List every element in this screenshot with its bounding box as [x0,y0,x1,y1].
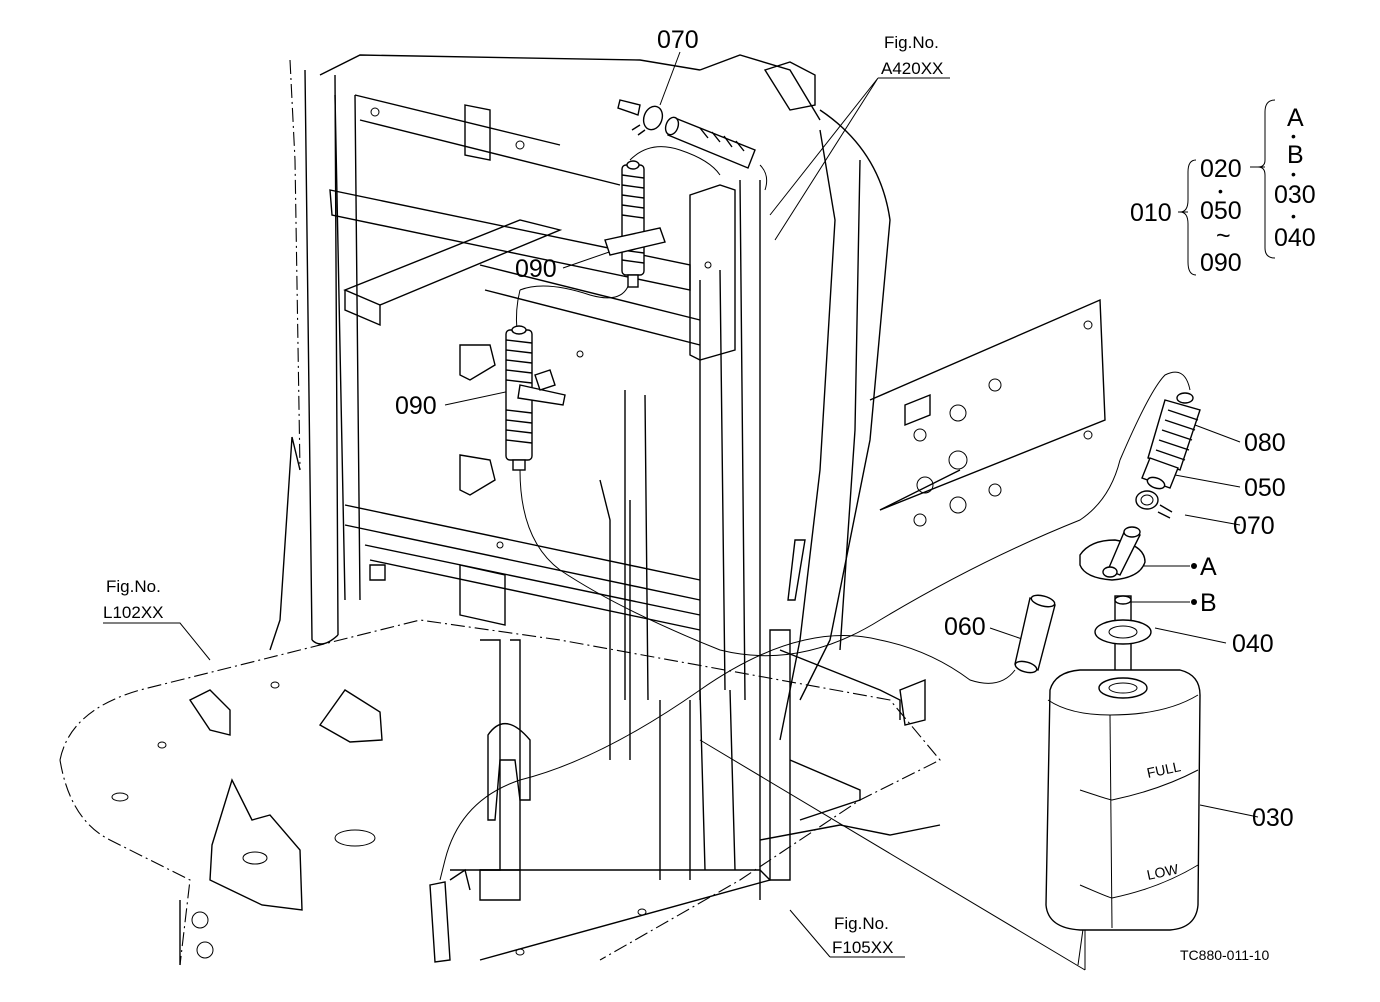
tank-low-mark: LOW [1145,860,1180,882]
label-090-upper: 090 [515,255,557,283]
label-090-lower: 090 [395,392,437,420]
legend-dot-020: • [1218,183,1223,199]
figref-l102-code: L102XX [103,603,164,622]
gasket-040 [1094,619,1152,645]
reserve-tank-030: FULL LOW [1045,669,1201,931]
legend-dot-a: • [1291,128,1296,144]
legend-010: 010 [1130,199,1172,227]
legend-090: 090 [1200,249,1242,277]
cab-frame [289,54,772,961]
label-070-top: 070 [657,26,699,54]
side-cover [699,54,1106,881]
legend-b: B [1287,141,1304,169]
label-070-right: 070 [1233,512,1275,540]
leader-lines [103,51,1259,971]
tank-full-mark: FULL [1145,758,1182,781]
label-080: 080 [1244,429,1286,457]
legend-030: 030 [1274,181,1316,209]
legend-dot-030: • [1291,208,1296,224]
clip-070-right [1135,490,1173,519]
label-ref-b: B [1200,589,1217,617]
label-060: 060 [944,613,986,641]
label-040: 040 [1232,630,1274,658]
legend-050: 050 [1200,197,1242,225]
hose-060 [1014,594,1056,674]
legend-020: 020 [1200,155,1242,183]
drawing-code: TC880-011-10 [1180,947,1269,963]
label-ref-a: A [1200,553,1217,581]
lower-spring-090 [505,325,566,471]
figref-f105-title: Fig.No. [834,914,889,933]
upper-clip-070 [617,99,664,136]
upper-spring-hose [664,116,756,169]
assembly-legend: 010 020 • 050 ~ 090 A • B • 030 • 040 [1130,99,1316,277]
hose-end-050 [1141,457,1179,490]
legend-dot-b: • [1291,166,1296,182]
upper-spring-090 [604,160,666,288]
floor-plate [59,436,941,966]
legend-a: A [1287,104,1304,132]
legend-040: 040 [1274,224,1316,252]
spring-080 [1147,392,1201,471]
tank-cap-a [1079,526,1146,581]
hose-routing [429,146,1191,963]
label-050: 050 [1244,474,1286,502]
legend-range: ~ [1216,222,1231,250]
figref-l102-title: Fig.No. [106,577,161,596]
figref-a420-title: Fig.No. [884,33,939,52]
label-030: 030 [1252,804,1294,832]
figref-a420-code: A420XX [881,59,943,78]
figref-f105-code: F105XX [832,938,893,957]
